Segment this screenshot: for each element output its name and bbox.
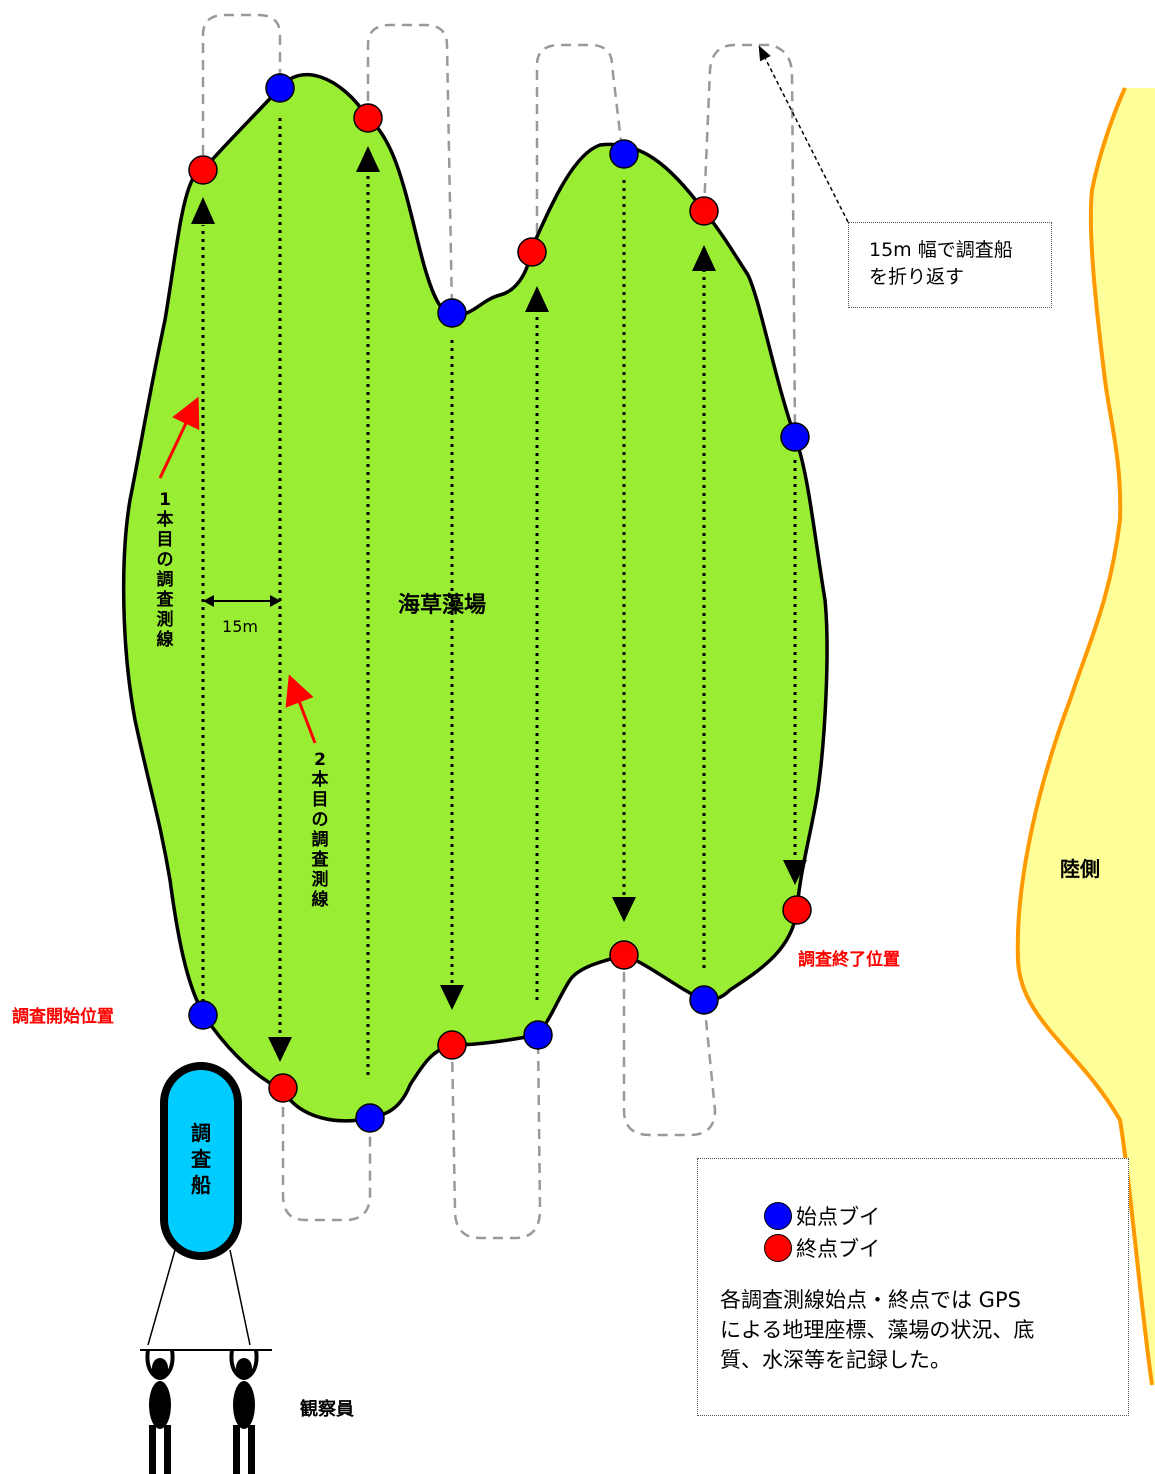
vertical-char: 船 [191,1173,211,1197]
legend-description: 各調査測線始点・終点では GPS による地理座標、藻場の状況、底 質、水深等を記… [720,1285,1120,1375]
survey-boat [147,1062,251,1346]
vertical-char: 目 [311,790,329,810]
start-position-label: 調査開始位置 [12,1006,114,1027]
legend-box: 始点ブイ 終点ブイ 各調査測線始点・終点では GPS による地理座標、藻場の状況… [697,1158,1129,1416]
survey-lines [201,118,797,1075]
legend-start-label: 始点ブイ [796,1205,880,1229]
end-buoy [609,940,639,970]
survey-line-arrowheads [191,146,807,1062]
interval-arrow [203,595,281,607]
legend-description-line: 各調査測線始点・終点では GPS [720,1288,1021,1312]
legend-start-row: 始点ブイ [764,1201,880,1231]
start-buoy [355,1103,385,1133]
boat-label: 調査船 [191,1120,211,1198]
start-buoy [780,422,810,452]
boat-label-text: 調査船 [191,1120,211,1198]
legend-end-row: 終点ブイ [764,1233,880,1263]
vertical-char: 本 [311,770,329,790]
observer-figure [229,1349,259,1474]
end-buoy [353,103,383,133]
vertical-char: 2 [314,750,326,770]
start-buoys [188,73,810,1133]
vertical-char: 査 [191,1147,211,1171]
end-buoys [188,103,812,1103]
turn-note-line1: 15m 幅で調査船 [869,239,1013,261]
vertical-char: 調 [311,830,329,850]
end-buoy-icon [764,1234,792,1262]
interval-label: 15m [222,617,258,636]
vertical-char: 査 [311,850,329,870]
vertical-char: の [311,810,329,830]
end-buoy [437,1030,467,1060]
observer-figure [145,1349,175,1474]
end-buoy [268,1073,298,1103]
vertical-char: 線 [156,630,174,650]
vertical-char: の [156,550,174,570]
start-buoy-icon [764,1202,792,1230]
vertical-char: 調 [191,1121,211,1145]
boat-track [201,13,797,1240]
start-buoy [265,73,295,103]
vertical-char: 測 [311,870,329,890]
start-buoy [523,1020,553,1050]
end-buoy [782,895,812,925]
line1-pointer-arrow [158,396,200,479]
turn-note-line2: を折り返す [869,266,965,288]
start-buoy [188,1000,218,1030]
turn-note: 15m 幅で調査船 を折り返す [848,222,1052,308]
vertical-char: 線 [311,890,329,910]
seagrass-bed-label: 海草藻場 [398,592,486,618]
legend-description-line: による地理座標、藻場の状況、底 [720,1318,1035,1342]
vertical-char: 本 [156,510,174,530]
shoreline [1015,87,1154,1386]
vertical-char: 調 [156,570,174,590]
line2-pointer-arrow [285,674,317,744]
land-side-label: 陸側 [1060,857,1100,881]
start-buoy [689,985,719,1015]
end-buoy [517,237,547,267]
legend-end-label: 終点ブイ [796,1237,880,1261]
land-area [1017,88,1155,1385]
end-position-label: 調査終了位置 [798,949,900,970]
end-buoy [188,155,218,185]
legend-description-line: 質、水深等を記録した。 [720,1348,951,1372]
vertical-char: 測 [156,610,174,630]
start-buoy [437,298,467,328]
observer-figures [140,1349,272,1474]
start-buoy [609,139,639,169]
vertical-char: 1 [159,490,171,510]
end-buoy [689,196,719,226]
vertical-char: 目 [156,530,174,550]
vertical-char: 査 [156,590,174,610]
observers-label: 観察員 [300,1398,354,1420]
turn-note-pointer [758,45,849,223]
